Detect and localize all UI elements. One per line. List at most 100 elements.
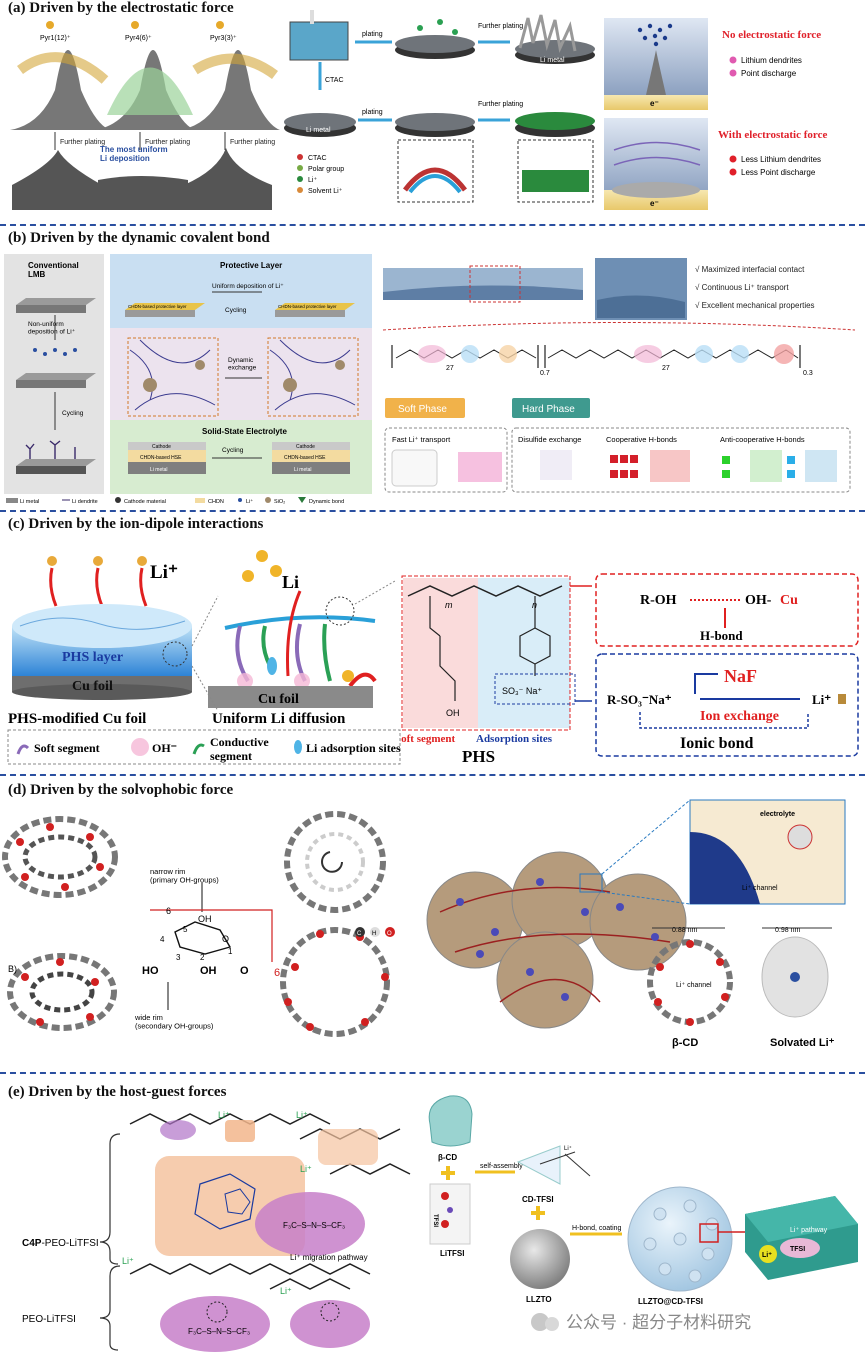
hard-phase-label: Hard Phase xyxy=(522,404,575,415)
c4p-structure: F₃C–S–N–S–CF₃ Li⁺ Li⁺ Li⁺ Li⁺ Li⁺ Li⁺ mi… xyxy=(122,1110,411,1296)
li-plus-5: Li⁺ xyxy=(280,1286,292,1296)
electrolyte-label: electrolyte xyxy=(760,811,795,818)
cycling-label-1: Cycling xyxy=(62,410,84,417)
li-plus-1: Li⁺ xyxy=(218,1110,230,1120)
cd-tfsi-label: CD-TFSI xyxy=(522,1195,554,1204)
with-force-item-2: Less Point discharge xyxy=(741,168,816,177)
li-metal-right: Li metal xyxy=(294,467,312,473)
cd-ring-top xyxy=(284,811,386,913)
subscript-03: 0.3 xyxy=(803,370,813,377)
disulfide-label: Disulfide exchange xyxy=(518,435,581,444)
soft-segment-label: Soft segment xyxy=(395,733,456,745)
num-4: 4 xyxy=(160,935,165,944)
legend-li-dendrite: Li dendrite xyxy=(72,499,98,505)
legend-oh: OH⁻ xyxy=(152,741,177,755)
soft-phase-badge xyxy=(385,398,465,418)
wide-rim-label: wide rim(secondary OH-groups) xyxy=(134,1013,214,1031)
ion-exchange-label: Ion exchange xyxy=(700,709,779,724)
panel-d-title: (d) Driven by the solvophobic force xyxy=(8,782,234,798)
num-1: 1 xyxy=(228,947,233,956)
separator-1 xyxy=(0,224,865,226)
litfsi-label: LiTFSI xyxy=(440,1249,464,1258)
watermark: 公众号 · 超分子材料研究 xyxy=(531,1313,751,1332)
protective-layer-label: Protective Layer xyxy=(220,261,282,270)
cd-molecule-top xyxy=(2,816,118,898)
phs-cylinder: Li⁺ PHS layer Cu foil PHS-modified Cu fo… xyxy=(8,556,192,727)
cd-ring-bottom xyxy=(280,927,390,1037)
watermark-text: 公众号 · 超分子材料研究 xyxy=(566,1313,751,1332)
b-label: B) xyxy=(8,964,17,974)
li-plus-3: Li⁺ xyxy=(300,1164,312,1174)
num-2: 2 xyxy=(200,953,205,962)
llzto-label: LLZTO xyxy=(526,1295,552,1304)
li-plus-4: Li⁺ xyxy=(122,1256,134,1266)
tfsi-badge: TFSI xyxy=(790,1246,805,1253)
c-legend: C xyxy=(357,931,362,937)
panel-e-title: (e) Driven by the host-guest forces xyxy=(8,1084,227,1100)
cd-spheres xyxy=(426,851,687,1029)
further-plating-2: Further plating xyxy=(145,139,190,146)
feature-3: √ Excellent mechanical properties xyxy=(695,301,815,310)
li-metal-top: Li metal xyxy=(540,57,565,64)
li-plus-2: Li⁺ xyxy=(296,1110,308,1120)
oh-bottom: OH xyxy=(200,965,217,977)
soft-phase-label: Soft Phase xyxy=(398,404,447,415)
self-assembly-label: self-assembly xyxy=(480,1163,523,1170)
tfsi-vertical: TFSI xyxy=(432,1214,438,1227)
ohcu-oh-label: OH- xyxy=(745,593,772,608)
oh-label: OH xyxy=(446,708,460,718)
separator-3 xyxy=(0,774,865,776)
o-ring: O xyxy=(222,934,229,944)
polymer-formula: 27 0.7 27 0.3 xyxy=(391,344,813,377)
li-diffusion: Li Cu foil Uniform Li diffusion xyxy=(191,550,396,727)
panel-d-figure: B) narrow rim(primary OH-groups) 6 OH 5 … xyxy=(2,799,846,1049)
peo-label: PEO-LiTFSI xyxy=(22,1314,76,1325)
panel-a: (a) Driven by the electrostatic force xyxy=(0,0,865,222)
plating-label-2: plating xyxy=(362,109,383,116)
further-plating-3: Further plating xyxy=(230,139,275,146)
panel-b-legend: Li metal Li dendrite Cathode material CH… xyxy=(6,497,344,505)
cathode-left: Cathode xyxy=(152,444,171,450)
plating-label-1: plating xyxy=(362,31,383,38)
phs-modified-label: PHS-modified Cu foil xyxy=(8,711,146,727)
subscript-27-b: 27 xyxy=(662,365,670,372)
legend-ctac: CTAC xyxy=(308,155,327,162)
cu-foil-right-label: Cu foil xyxy=(258,692,299,707)
li-plus-6: Li⁺ xyxy=(564,1145,572,1152)
electrolyte-inset: electrolyte Li⁺ channel xyxy=(601,799,846,905)
li-label: Li xyxy=(282,572,299,592)
electron-label-2: e⁻ xyxy=(650,199,659,208)
dim2-label: 0.98 nm xyxy=(775,927,800,934)
li-badge: Li⁺ xyxy=(762,1252,772,1259)
subscript-27-a: 27 xyxy=(446,365,454,372)
subscript-m: m xyxy=(445,600,453,610)
further-plating-top: Further plating xyxy=(478,23,523,30)
legend-adsorption: Li adsorption sites xyxy=(306,741,401,755)
beta-cd-label: β-CD xyxy=(672,1037,698,1049)
migration-label: Li⁺ migration pathway xyxy=(290,1253,368,1262)
o-legend: O xyxy=(387,931,392,937)
cation-label-3: Pyr3(3)⁺ xyxy=(210,35,237,42)
cation-cones: Pyr1(12)⁺ Pyr4(6)⁺ Pyr3(3)⁺ xyxy=(10,21,280,130)
chdn-layer-right: CHDN-based protective layer xyxy=(278,304,337,309)
panel-d: (d) Driven by the solvophobic force B) n… xyxy=(0,782,865,1070)
panel-b: (b) Driven by the dynamic covalent bond … xyxy=(0,230,865,508)
legend-sio2: SiO₂ xyxy=(274,499,285,505)
cathode-right: Cathode xyxy=(296,444,315,450)
with-force-item-1: Less Lithium dendrites xyxy=(741,155,821,164)
sse-label: Solid-State Electrolyte xyxy=(202,427,287,436)
li-pathway-label: Li⁺ pathway xyxy=(790,1227,828,1234)
uniform-deposition-label: Uniform deposition of Li⁺ xyxy=(212,283,284,290)
llzto-cd-label: LLZTO@CD-TFSI xyxy=(638,1297,703,1306)
cation-label-2: Pyr4(6)⁺ xyxy=(125,35,152,42)
legend-dynamic-bond: Dynamic bond xyxy=(309,499,344,505)
o-bottom: O xyxy=(240,965,249,977)
oh-top: OH xyxy=(198,914,212,924)
tfsi-formula-1: F₃C–S–N–S–CF₃ xyxy=(283,1221,345,1230)
separator-2 xyxy=(0,510,865,512)
panel-a-figure: Pyr1(12)⁺ Pyr4(6)⁺ Pyr3(3)⁺ Further plat… xyxy=(10,10,827,210)
